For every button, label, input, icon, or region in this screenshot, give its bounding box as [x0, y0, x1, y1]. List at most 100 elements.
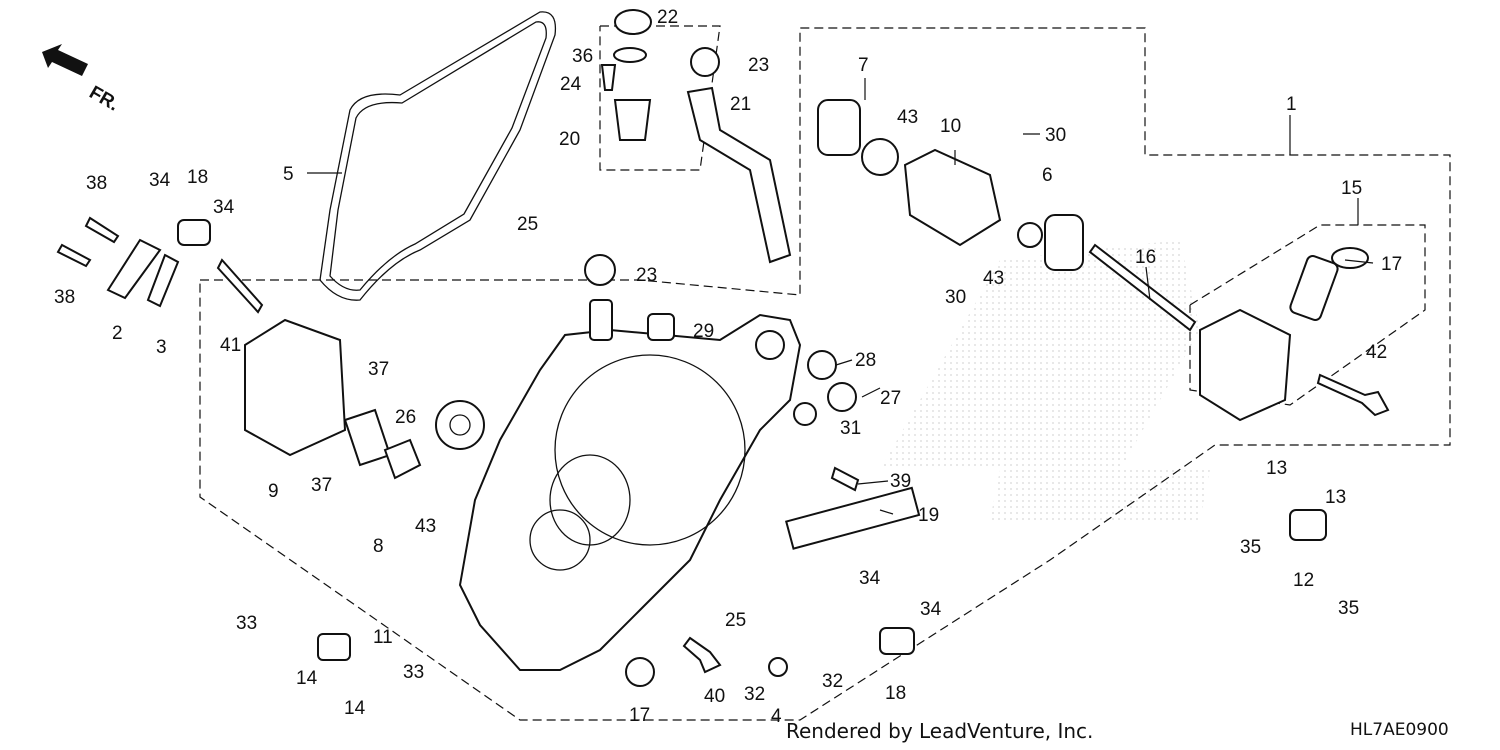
plug-18-upper: [177, 219, 211, 246]
callout-23a: 23: [748, 55, 769, 76]
spring-4: [768, 657, 788, 677]
group-box-strainer: [1189, 224, 1426, 406]
callout-24: 24: [560, 74, 582, 95]
strainer-housing: [1199, 308, 1292, 422]
callout-33a: 33: [236, 613, 257, 634]
rendered-by-credit: Rendered by LeadVenture, Inc.: [786, 719, 1094, 743]
callout-42: 42: [1366, 342, 1387, 363]
callout-31: 31: [840, 418, 861, 439]
callout-8: 8: [373, 536, 384, 557]
callout-39: 39: [890, 471, 911, 492]
pump-housing: [244, 318, 347, 457]
right-crankcase-cover: [458, 299, 802, 671]
front-direction-label: FR.: [86, 82, 123, 115]
oil-filter-strainer-15: [1289, 255, 1339, 321]
callout-16: 16: [1135, 247, 1156, 268]
callout-6: 6: [1042, 165, 1053, 186]
callout-38a: 38: [86, 173, 107, 194]
callout-37a: 37: [368, 359, 389, 380]
bolt-38-lower: [56, 243, 92, 268]
callout-22: 22: [657, 7, 678, 28]
callout-23b: 23: [636, 265, 657, 286]
group-box-oil-filler: [599, 25, 721, 171]
oil-pump-rotor-set-left: [343, 408, 392, 467]
plate-2: [106, 238, 162, 300]
bolt-42: [1316, 373, 1390, 417]
scavenge-rotor-6a: [1017, 222, 1043, 248]
callout-12: 12: [1293, 570, 1314, 591]
plug-18-lower: [879, 627, 915, 655]
callout-30b: 30: [945, 287, 966, 308]
oil-pump-inner-rotor-7: [861, 138, 899, 176]
callout-32a: 32: [744, 684, 765, 705]
scavenge-rotor-6b: [1044, 214, 1084, 271]
callout-15: 15: [1341, 178, 1362, 199]
guide-3: [146, 253, 180, 308]
callout-9: 9: [268, 481, 279, 502]
oil-level-window-19: [785, 486, 921, 550]
strainer-cap-17: [1331, 247, 1369, 269]
callout-28: 28: [855, 350, 876, 371]
callout-43b: 43: [983, 268, 1004, 289]
callout-3: 3: [156, 337, 167, 358]
diagram-code: HL7AE0900: [1350, 720, 1449, 740]
callout-34d: 34: [920, 599, 942, 620]
callout-10: 10: [940, 116, 961, 137]
callout-25b: 25: [725, 610, 746, 631]
callout-37b: 37: [311, 475, 332, 496]
needle-bearing-29: [647, 313, 675, 341]
callout-25a: 25: [517, 214, 538, 235]
ball-bearing-26: [435, 400, 485, 450]
callout-18b: 18: [885, 683, 906, 704]
oil-pump-body-10: [903, 148, 1002, 247]
callout-34b: 34: [213, 197, 235, 218]
callout-33b: 33: [403, 662, 424, 683]
callout-34a: 34: [149, 170, 171, 191]
callout-13a: 13: [1266, 458, 1287, 479]
drain-plug-17: [625, 657, 655, 687]
breather-hose-21: [686, 86, 792, 264]
callout-36: 36: [572, 46, 593, 67]
callout-27: 27: [880, 388, 901, 409]
clip-23-lower: [584, 254, 616, 286]
cover-gasket-inner: [329, 21, 547, 291]
group-box-crankcase-cover: [199, 27, 1451, 721]
callout-26: 26: [395, 407, 416, 428]
callout-35a: 35: [1240, 537, 1261, 558]
callout-7: 7: [858, 55, 869, 76]
oil-seal-31: [793, 402, 817, 426]
bolt-41: [216, 258, 264, 314]
callout-41: 41: [220, 335, 241, 356]
callout-5: 5: [283, 164, 294, 185]
callout-43c: 43: [415, 516, 436, 537]
callout-35b: 35: [1338, 598, 1359, 619]
callout-43a: 43: [897, 107, 918, 128]
callout-29: 29: [693, 321, 714, 342]
leader-lines: [307, 78, 1374, 515]
cover-gasket: [319, 11, 557, 301]
callout-11: 11: [373, 627, 393, 648]
clip-23-upper: [690, 47, 720, 77]
bearing-28: [807, 350, 837, 380]
joint-11: [317, 633, 351, 661]
callout-17a: 17: [1381, 254, 1402, 275]
callout-2: 2: [112, 323, 123, 344]
bolt-40: [682, 636, 722, 674]
callout-4: 4: [771, 706, 782, 727]
callout-40: 40: [704, 686, 725, 707]
bearing-27: [827, 382, 857, 412]
callout-21: 21: [730, 94, 751, 115]
bolt-24: [600, 64, 617, 91]
callout-34c: 34: [859, 568, 881, 589]
oil-pump-outer-rotor-7: [817, 99, 861, 156]
callout-32b: 32: [822, 671, 843, 692]
front-direction-arrow-icon: [42, 44, 88, 76]
bolt-38-upper: [84, 216, 120, 244]
callout-38b: 38: [54, 287, 75, 308]
oil-filler-neck-20: [613, 99, 652, 141]
callout-19: 19: [918, 505, 939, 526]
bolt-39: [830, 466, 860, 492]
callout-17b: 17: [629, 705, 650, 726]
callout-20: 20: [559, 129, 580, 150]
